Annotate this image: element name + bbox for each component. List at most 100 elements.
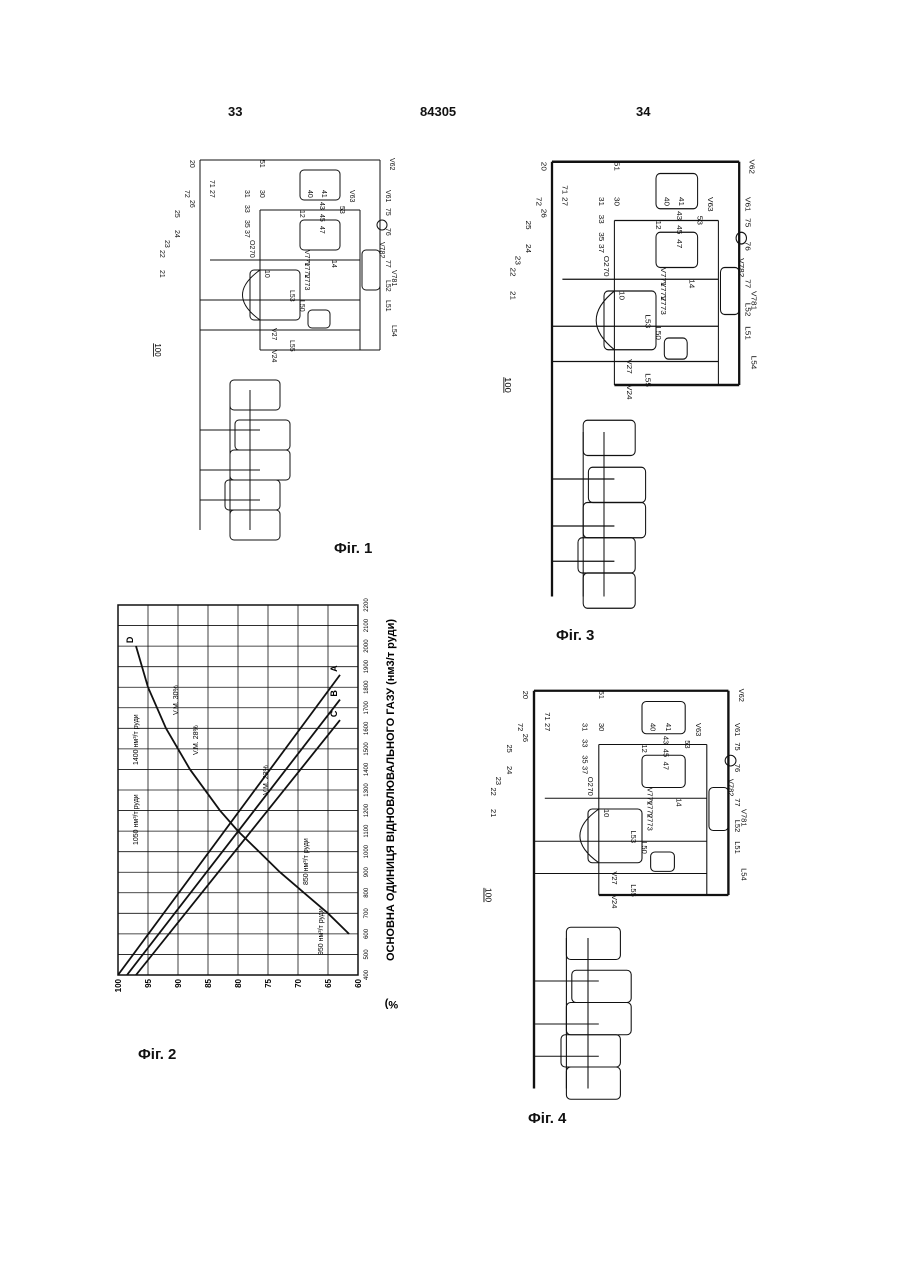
- vessel: [230, 450, 290, 480]
- chart-annotation: V.M. 30%: [173, 685, 180, 715]
- component-label: 53: [338, 206, 345, 214]
- component-label: L53: [629, 831, 638, 844]
- component-label: 27: [543, 723, 552, 731]
- component-label: L51: [733, 841, 742, 854]
- component-label: 26: [540, 209, 548, 218]
- component-label: 31: [597, 197, 605, 206]
- component-label: V61: [733, 723, 742, 736]
- component-label: V62: [748, 159, 756, 174]
- component-label: 12: [298, 210, 305, 218]
- component-label: 43: [662, 736, 671, 744]
- vessel: [583, 420, 635, 455]
- component-label: O2: [586, 777, 595, 787]
- x-tick-label: 1800: [364, 680, 370, 694]
- y-tick-label: 75: [264, 978, 273, 987]
- component-label: 47: [675, 239, 683, 248]
- component-label: L50: [640, 841, 649, 854]
- vessel: [572, 970, 631, 1002]
- process-flow-diagram: V62V61757677V781L52L51L54V782V6353414345…: [500, 150, 760, 620]
- reactor-outline: [596, 291, 614, 350]
- component-label: 22: [509, 268, 517, 277]
- component-label: L52: [733, 820, 742, 833]
- component-label: 33: [243, 205, 250, 213]
- component-label: 45: [318, 214, 325, 222]
- component-label: V62: [388, 158, 395, 171]
- component-label: V61: [744, 197, 752, 212]
- component-label: 72: [535, 197, 543, 206]
- component-label: 10: [618, 291, 626, 300]
- figure-3-caption: Фіг. 3: [556, 627, 594, 644]
- figure-1-caption: Фіг. 1: [334, 540, 372, 557]
- vessel: [656, 232, 698, 267]
- x-tick-label: 1900: [364, 659, 370, 673]
- component-label: 41: [664, 723, 673, 731]
- x-tick-label: 400: [364, 969, 370, 980]
- component-label: 30: [613, 197, 621, 206]
- figure-2-caption: Фіг. 2: [138, 1046, 176, 1063]
- component-label: 40: [662, 197, 670, 206]
- vessel: [578, 538, 635, 573]
- component-label: 53: [683, 740, 692, 748]
- component-label: V62: [737, 689, 746, 702]
- component-label: 70: [586, 788, 595, 796]
- y-tick-label: 65: [324, 978, 333, 987]
- vessel: [230, 510, 280, 540]
- component-label: 23: [163, 240, 170, 248]
- component-label: L55: [288, 340, 295, 352]
- component-label: 37: [581, 766, 590, 774]
- x-tick-label: 700: [364, 908, 370, 919]
- component-label: 25: [505, 745, 514, 753]
- component-label: 77: [384, 260, 391, 268]
- component-label: 26: [188, 200, 195, 208]
- component-label: V781: [390, 270, 397, 286]
- vessel: [235, 420, 290, 450]
- component-label: 27: [208, 190, 215, 198]
- component-label: 24: [524, 244, 532, 254]
- figure-1-diagram: V62V61757677V781L52L51L54V782V6353414345…: [150, 150, 400, 550]
- figure-ref-number: 100: [153, 343, 162, 357]
- y-tick-label: 60: [354, 978, 363, 987]
- x-tick-label: 500: [364, 949, 370, 960]
- component-label: 75: [733, 742, 742, 750]
- component-label: 26: [521, 734, 530, 742]
- series-label: B: [329, 690, 339, 697]
- component-label: 37: [597, 244, 605, 253]
- component-label: L52: [744, 303, 752, 317]
- component-label: O2: [602, 256, 610, 267]
- component-label: 14: [675, 798, 684, 806]
- chart-annotation: V.M. 23%: [263, 765, 270, 795]
- chart-annotation: 1400 нм³/т руди: [133, 714, 140, 765]
- component-label: 33: [581, 739, 590, 747]
- vessel: [561, 1035, 620, 1067]
- component-label: 40: [306, 190, 313, 198]
- vessel: [300, 220, 340, 250]
- figure-4-diagram: V62V61757677V781L52L51L54V782V6353414345…: [480, 680, 750, 1110]
- y-tick-label: 85: [204, 978, 213, 987]
- figure-3-diagram: V62V61757677V781L52L51L54V782V6353414345…: [500, 150, 760, 620]
- component-label: V61: [384, 190, 391, 203]
- component-label: 43: [318, 202, 325, 210]
- process-flow-diagram: V62V61757677V781L52L51L54V782V6353414345…: [480, 680, 750, 1110]
- y-tick-label: 80: [234, 978, 243, 987]
- x-tick-label: 1300: [364, 783, 370, 797]
- component-label: V27: [270, 328, 277, 341]
- chart-annotation: V.M. 28%: [193, 725, 200, 755]
- series-label: D: [125, 636, 135, 643]
- component-label: 20: [540, 162, 548, 171]
- component-label: 30: [258, 190, 265, 198]
- figure-2-chart: РІВЕНЬ ВІДНОВЛЕННЯ (%) ОСНОВНА ОДИНИЦЯ В…: [108, 585, 398, 1015]
- component-label: L52: [384, 280, 391, 292]
- component-label: 40: [649, 723, 658, 731]
- component-label: 14: [330, 260, 337, 268]
- chart-annotation: 1050 нм³/т руди: [133, 794, 140, 845]
- component-label: 12: [640, 745, 649, 753]
- series-line-A: [118, 675, 340, 975]
- component-label: V27: [625, 359, 633, 374]
- component-label: 23: [494, 777, 503, 785]
- component-label: 41: [320, 190, 327, 198]
- component-label: V782: [726, 779, 735, 797]
- component-label: V24: [270, 350, 277, 363]
- component-label: L50: [654, 326, 662, 340]
- component-label: 72: [183, 190, 190, 198]
- vessel: [566, 1067, 620, 1099]
